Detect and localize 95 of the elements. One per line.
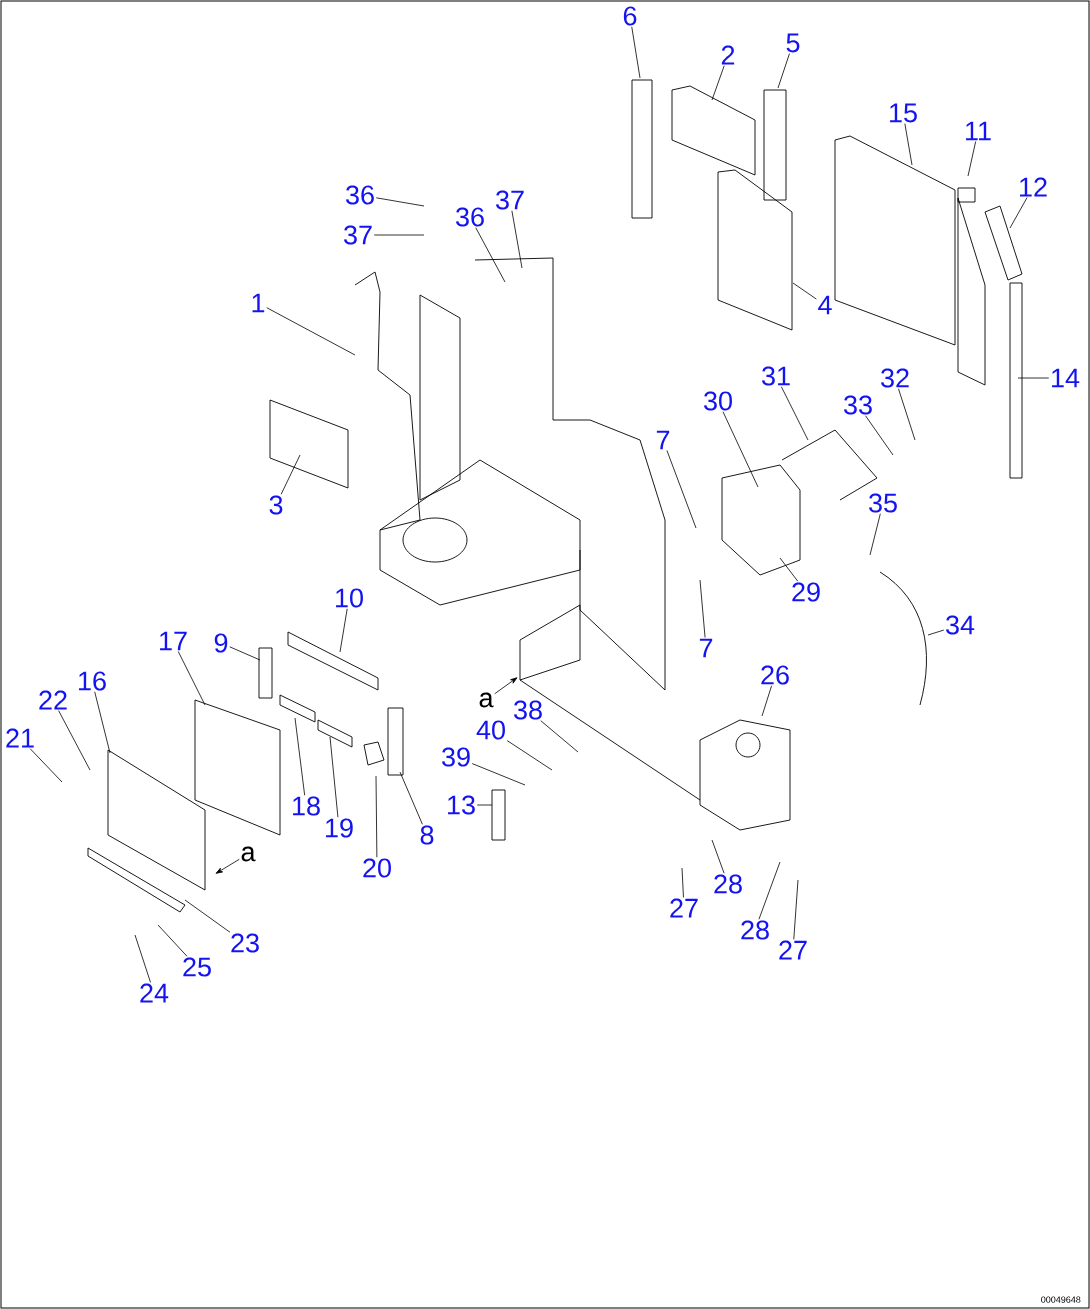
leader-line (157, 924, 188, 957)
leader-line (711, 65, 725, 101)
callout-number: 21 (6, 728, 34, 748)
callout-number: 30 (704, 391, 732, 411)
view-letter: a (479, 692, 494, 708)
callout-number: 2 (721, 45, 735, 65)
callout-number: 35 (869, 493, 897, 513)
leader-line (1017, 377, 1050, 379)
leader-line (711, 839, 725, 874)
callout-number: 6 (623, 6, 637, 26)
leader-line (927, 629, 945, 636)
leader-line (184, 899, 231, 933)
callout-number: 19 (326, 818, 353, 838)
callout-number: 5 (786, 33, 800, 53)
callout-number: 8 (420, 825, 434, 845)
callout-number: 40 (476, 720, 505, 740)
callout-number: 9 (214, 633, 228, 653)
leader-line (511, 210, 523, 269)
callout-number: 34 (946, 615, 975, 635)
callout-number: 7 (656, 430, 670, 450)
leader-line (869, 513, 881, 556)
view-letter: a (241, 846, 256, 862)
callout-number: 7 (699, 638, 713, 658)
leader-line (758, 861, 781, 920)
callout-number: 1 (252, 293, 265, 313)
arrow (215, 858, 240, 874)
callout-number: 28 (741, 920, 769, 940)
callout-number: 12 (1020, 177, 1047, 197)
callout-number: 28 (714, 874, 742, 894)
callout-number: 11 (966, 121, 991, 141)
leader-line (865, 415, 894, 456)
callout-number: 20 (363, 858, 391, 878)
callout-number: 27 (670, 898, 698, 918)
leader-line (781, 386, 809, 441)
callout-number: 27 (779, 940, 807, 960)
leader-line (777, 53, 790, 89)
leader-line (399, 771, 423, 825)
leader-line (506, 740, 553, 771)
callout-number: 26 (761, 665, 789, 685)
arrow (494, 677, 518, 695)
callout-number: 33 (844, 395, 872, 415)
leader-line (898, 388, 916, 441)
callout-number: 3 (269, 495, 283, 515)
leader-line (229, 646, 261, 661)
leader-line (1009, 197, 1028, 229)
leader-line (904, 123, 913, 166)
callout-number: 31 (762, 366, 790, 386)
leader-line (266, 307, 356, 356)
leader-line (761, 685, 772, 717)
leader-line (666, 450, 697, 529)
leader-line (540, 720, 579, 753)
leader-line (375, 775, 378, 858)
leader-line (967, 141, 977, 177)
leader-line (373, 234, 425, 236)
leader-line (94, 691, 111, 754)
callout-number: 15 (890, 103, 917, 123)
leader-line (793, 879, 799, 940)
leader-line (681, 867, 684, 898)
callout-number: 37 (496, 190, 524, 210)
leader-line (471, 763, 526, 786)
leader-line (329, 736, 339, 818)
callout-number: 17 (160, 631, 187, 651)
leader-line (792, 282, 817, 300)
drawing-number: 00049648 (1041, 1296, 1081, 1303)
callout-number: 14 (1052, 368, 1080, 388)
callout-number: 32 (881, 368, 909, 388)
leader-line (339, 608, 348, 653)
callout-number: 38 (514, 700, 542, 720)
leader-line (280, 454, 301, 495)
callout-number: 13 (448, 795, 475, 815)
leader-line (58, 710, 91, 771)
leader-line (134, 934, 151, 983)
leader-line (375, 197, 425, 207)
callout-number: 39 (442, 747, 470, 767)
leader-line (476, 804, 493, 806)
leader-line (177, 651, 206, 706)
leader-line (779, 557, 799, 582)
leader-line (294, 717, 306, 796)
leader-line (29, 748, 63, 783)
callout-number: 29 (792, 582, 820, 602)
callout-number: 36 (456, 207, 484, 227)
callout-number: 4 (818, 295, 832, 315)
callout-number: 24 (140, 983, 169, 1003)
leader-line (475, 227, 506, 283)
callout-number: 22 (39, 690, 67, 710)
callout-number: 18 (293, 796, 320, 816)
leader-line (699, 579, 706, 638)
callout-number: 25 (183, 957, 211, 977)
callout-number: 37 (344, 225, 372, 245)
callout-number: 36 (346, 185, 374, 205)
callout-number: 10 (336, 588, 363, 608)
callout-number: 23 (231, 933, 259, 953)
callout-number: 16 (79, 671, 106, 691)
leader-line (722, 411, 759, 488)
leader-line (631, 26, 641, 79)
